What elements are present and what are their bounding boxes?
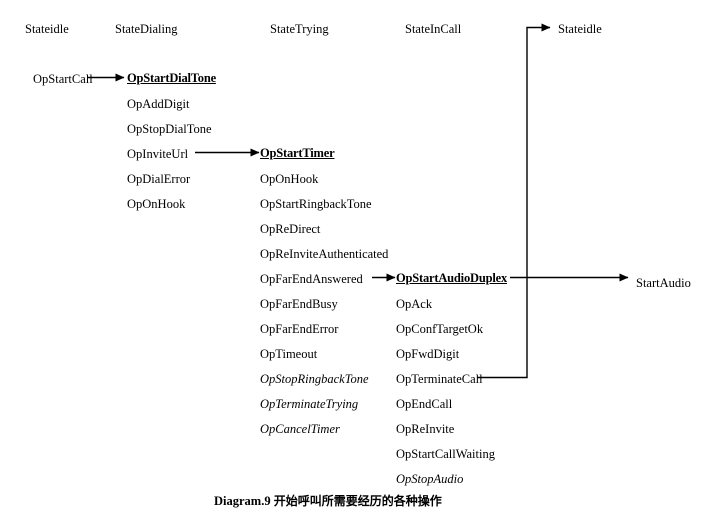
op-item-opstartcallwaiting: OpStartCallWaiting: [396, 447, 495, 461]
op-item-opterminatetrying: OpTerminateTrying: [260, 397, 359, 411]
op-item-opstopringbacktone: OpStopRingbackTone: [260, 372, 369, 386]
caption-prefix: Diagram.9: [214, 494, 271, 508]
op-item-opfarenderror: OpFarEndError: [260, 322, 339, 336]
op-item-opinviteurl: OpInviteUrl: [127, 147, 189, 161]
label-stateidle-return: Stateidle: [558, 22, 602, 36]
op-item-opredirect: OpReDirect: [260, 222, 321, 236]
column-header-state-idle-left: Stateidle: [25, 22, 69, 36]
wire-terminatecall-to-stateidle: [477, 23, 551, 379]
op-item-opack: OpAck: [396, 297, 433, 311]
column-header-state-trying: StateTrying: [270, 22, 329, 36]
op-item-opstartaudioduplex: OpStartAudioDuplex: [396, 271, 508, 285]
column-header-state-incall: StateInCall: [405, 22, 462, 36]
column-header-state-dialing: StateDialing: [115, 22, 178, 36]
op-item-oponhook-trying: OpOnHook: [260, 172, 319, 186]
op-item-opendcall: OpEndCall: [396, 397, 453, 411]
op-item-opterminatecall: OpTerminateCall: [396, 372, 483, 386]
op-item-opfarendbusy: OpFarEndBusy: [260, 297, 338, 311]
op-item-opstartcall: OpStartCall: [33, 72, 93, 86]
op-item-opcanceltimer: OpCancelTimer: [260, 422, 340, 436]
op-item-opconftargetok: OpConfTargetOk: [396, 322, 484, 336]
op-item-opstarttimer: OpStartTimer: [260, 146, 335, 160]
op-item-opfwddigit: OpFwdDigit: [396, 347, 460, 361]
op-item-oponhook-dialing: OpOnHook: [127, 197, 186, 211]
op-item-opreinvite: OpReInvite: [396, 422, 455, 436]
op-item-opfarendanswered: OpFarEndAnswered: [260, 272, 363, 286]
caption-text: 开始呼叫所需要经历的各种操作: [273, 494, 442, 508]
label-startaudio: StartAudio: [636, 276, 691, 290]
op-item-opstartringbacktone: OpStartRingbackTone: [260, 197, 372, 211]
op-item-opstopdialtone: OpStopDialTone: [127, 122, 212, 136]
op-item-opadddigit: OpAddDigit: [127, 97, 190, 111]
diagram-caption: Diagram.9 开始呼叫所需要经历的各种操作: [214, 494, 442, 509]
op-item-opstopaudio: OpStopAudio: [396, 472, 464, 486]
op-item-opstartdialtone: OpStartDialTone: [127, 71, 216, 85]
op-item-opreinviteauthenticated: OpReInviteAuthenticated: [260, 247, 389, 261]
op-item-opdialerror: OpDialError: [127, 172, 191, 186]
op-item-optimeout: OpTimeout: [260, 347, 318, 361]
